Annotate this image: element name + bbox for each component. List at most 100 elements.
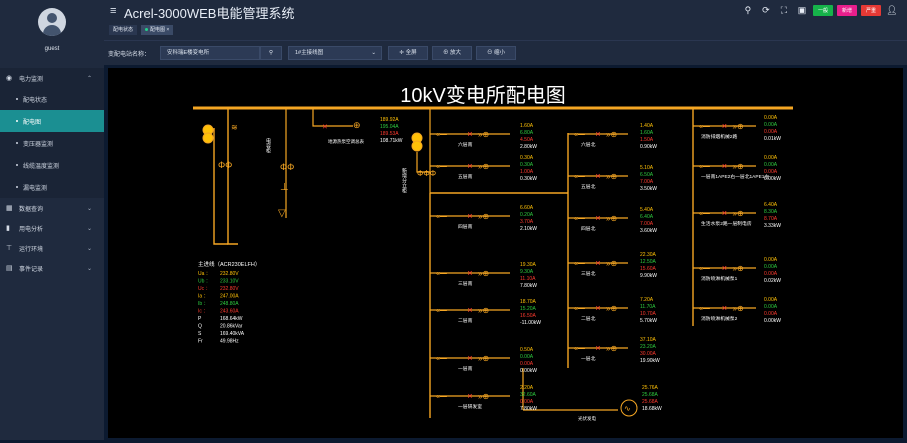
meter-label: Ub ： bbox=[198, 279, 211, 285]
feeder-ic: 1.50A bbox=[640, 137, 654, 143]
meter-value: 49.98Hz bbox=[220, 339, 239, 345]
feeder-ia: 0.50A bbox=[520, 347, 534, 353]
feeder-ib: 9.30A bbox=[520, 269, 534, 275]
feeder-ia: 19.30A bbox=[520, 262, 537, 268]
ct-icon: »⊕ bbox=[478, 130, 489, 139]
switch-icon: «— bbox=[699, 306, 710, 313]
ct-icon: »⊕ bbox=[606, 304, 617, 313]
menu-data-query[interactable]: ▦数据查询⌄ bbox=[6, 205, 92, 213]
zoom-out-button[interactable]: ⊖ 缩小 bbox=[476, 46, 516, 60]
menu-events[interactable]: ▤事件记录⌄ bbox=[6, 265, 92, 273]
badge-normal[interactable]: 一般 bbox=[812, 5, 833, 16]
avatar[interactable] bbox=[38, 8, 66, 36]
capacitor-label: 电容柜 bbox=[265, 137, 271, 154]
feeder-ib: 0.00A bbox=[764, 264, 778, 270]
feeder-p: 0.01kW bbox=[764, 136, 781, 142]
feeder-p: 3.60kW bbox=[640, 228, 657, 234]
feeder-p: 7.80kW bbox=[520, 283, 537, 289]
tab-diagram[interactable]: 配电图 × bbox=[141, 25, 174, 35]
feeder-ib: 1.60A bbox=[640, 130, 654, 136]
switch-icon: «— bbox=[574, 216, 585, 223]
fullscreen-icon[interactable]: ⛶ bbox=[780, 5, 788, 15]
feeder-name: 消防喷淋机械泵1 bbox=[701, 275, 738, 282]
feeder-name: 消防喷淋机械泵2 bbox=[701, 315, 738, 322]
chart-icon[interactable]: ▣ bbox=[797, 5, 807, 15]
search-button[interactable]: ⚲ bbox=[260, 46, 282, 60]
breaker-icon: ✕ bbox=[467, 164, 473, 171]
diagram-select[interactable]: 1#主接线图⌄ bbox=[288, 46, 382, 60]
switch-icon: «— bbox=[574, 346, 585, 353]
sidebar-item-status[interactable]: 配电状态 bbox=[0, 88, 104, 110]
meter-value: 232.80V bbox=[220, 286, 239, 292]
feeder-ic: 189.53A bbox=[380, 131, 399, 137]
tab-status[interactable]: 配电状态 bbox=[109, 25, 138, 35]
feeder-ib: 15.20A bbox=[520, 306, 537, 312]
ct-icon: »⊕ bbox=[733, 264, 744, 273]
refresh-icon[interactable]: ⟳ bbox=[762, 5, 770, 15]
switch-icon: «— bbox=[699, 164, 710, 171]
toolbar: 变配电站名称： 安科瑞E楼变电所 ⚲ 1#主接线图⌄ ✛ 全屏 ⊕ 放大 ⊖ 缩… bbox=[104, 40, 907, 65]
breaker-icon: ✕ bbox=[722, 266, 728, 273]
search-icon[interactable]: ⚲ bbox=[744, 5, 752, 15]
pv-ia: 25.76A bbox=[642, 385, 659, 391]
fullscreen-button[interactable]: ✛ 全屏 bbox=[388, 46, 428, 60]
feeder-p: 0.00kW bbox=[764, 318, 781, 324]
document-icon: ▤ bbox=[6, 265, 13, 272]
menu-energy[interactable]: ▮用电分析⌄ bbox=[6, 225, 92, 233]
feeder-ic: 8.70A bbox=[764, 216, 778, 222]
menu-env[interactable]: ⊤运行环境⌄ bbox=[6, 245, 92, 253]
feeder-ia: 6.60A bbox=[520, 205, 534, 211]
active-dot-icon bbox=[145, 28, 149, 32]
user-icon[interactable]: 👤︎ bbox=[886, 5, 898, 15]
switch-icon: «— bbox=[436, 164, 447, 171]
badge-new[interactable]: 新增 bbox=[836, 5, 857, 16]
feeder-ia: 0.00A bbox=[764, 115, 778, 121]
feeder-ic: 0.00A bbox=[764, 271, 778, 277]
chevron-down-icon: ⌄ bbox=[86, 245, 92, 252]
feeder-name: 四层南 bbox=[458, 223, 473, 230]
meter-value: 248.80A bbox=[220, 301, 239, 307]
feeder-p: 9.90kW bbox=[640, 273, 657, 279]
feeder-ic: 0.00A bbox=[520, 361, 534, 367]
main-meter-title: 主进线（ACR230ELFH） bbox=[198, 260, 260, 268]
breaker-icon: ✕ bbox=[322, 124, 328, 131]
ct-icon: »⊕ bbox=[478, 269, 489, 278]
feeder-p: 0.90kW bbox=[640, 144, 657, 150]
feeder-一层南1APE2右一层北1APE1左[interactable]: «—✕»⊕一层南1APE2右一层北1APE1左0.00A0.00A0.00A0.… bbox=[693, 155, 781, 182]
zoom-in-button[interactable]: ⊕ 放大 bbox=[432, 46, 472, 60]
sidebar-item-leakage[interactable]: 漏电监测 bbox=[0, 176, 104, 198]
badge-severe[interactable]: 严重 bbox=[860, 5, 881, 16]
ct-icon: »⊕ bbox=[478, 162, 489, 171]
sidebar-item-diagram[interactable]: 配电图 bbox=[0, 110, 104, 132]
sidebar-item-transformer[interactable]: 变压器监测 bbox=[0, 132, 104, 154]
menu-toggle-icon[interactable]: ≡ bbox=[110, 5, 117, 17]
feeder-ia: 37.10A bbox=[640, 337, 657, 343]
feeder-name: 六层北 bbox=[581, 141, 596, 148]
station-select[interactable]: 安科瑞E楼变电所 bbox=[160, 46, 260, 60]
sidebar-item-cable-temp[interactable]: 线缆温度监测 bbox=[0, 154, 104, 176]
meter-label: Ib ： bbox=[198, 301, 209, 307]
fuse-icon: ΦΦ bbox=[218, 160, 232, 170]
user-panel: guest bbox=[0, 0, 104, 68]
feeder-p: 0.00kW bbox=[520, 368, 537, 374]
menu-power-monitor[interactable]: ◉电力监测⌃ bbox=[0, 68, 104, 88]
switch-icon: «— bbox=[436, 214, 447, 221]
single-line-diagram[interactable]: 10kV变电所配电图 ΦΦ ≋ 电容柜 ΦΦ ⊥ ▽ ✕ ⊕ 地源热泵空调总表 … bbox=[108, 68, 903, 438]
